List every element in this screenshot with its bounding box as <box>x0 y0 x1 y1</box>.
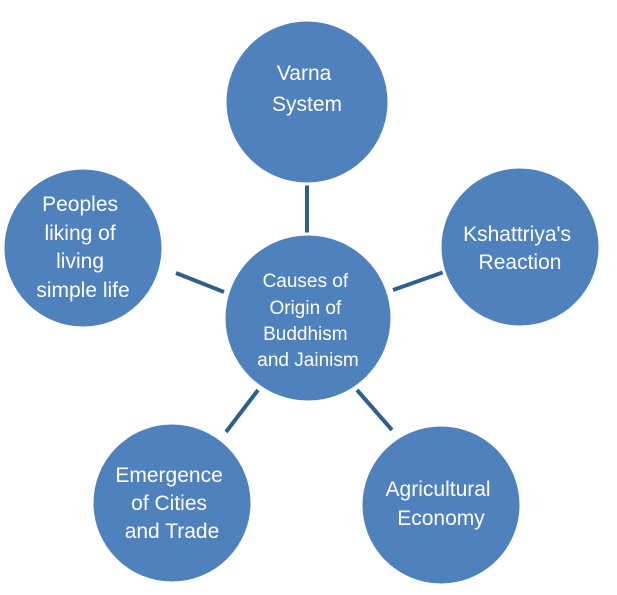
center-label-line: and Jainism <box>257 350 358 371</box>
node-label-line: Economy <box>397 507 485 530</box>
node-varna-system: Varna System <box>223 18 391 186</box>
node-label-line: Varna <box>277 62 332 85</box>
node-kshattriyas-reaction: Kshattriya's Reaction <box>438 165 602 329</box>
connector-bottom-left <box>224 388 260 434</box>
svg-text:Causes of Origin of: Causes of Origin of Buddhism and Jainism <box>257 271 358 371</box>
node-label-line: living <box>56 250 104 273</box>
node-label-line: of Cities <box>131 492 207 515</box>
node-label-line: System <box>272 93 342 116</box>
node-circle <box>359 423 523 587</box>
center-circle <box>222 232 394 404</box>
center-label-line: Causes of <box>263 271 349 292</box>
svg-text:Emergence of Cities: Emergence of Cities and Trade <box>115 464 228 543</box>
node-circle <box>90 421 254 585</box>
connector-right <box>392 270 445 292</box>
node-label-line: liking of <box>44 222 115 245</box>
node-emergence-of-cities: Emergence of Cities and Trade <box>90 421 254 585</box>
node-circle <box>1 166 165 330</box>
node-label-line: Emergence <box>115 464 222 487</box>
center-node: Causes of Origin of Buddhism and Jainism <box>222 232 394 404</box>
svg-text:Agricultural Economy: Agricultural Economy <box>386 478 497 530</box>
node-label-line: Agricultural <box>386 478 491 501</box>
center-label-line: Buddhism <box>263 324 348 345</box>
node-agricultural-economy: Agricultural Economy <box>359 423 523 587</box>
node-circle <box>223 18 391 186</box>
connector-left <box>175 271 225 294</box>
node-label-line: and Trade <box>125 520 220 543</box>
node-peoples-liking: Peoples liking of living simple life <box>1 166 165 330</box>
svg-text:Kshattriya's Reaction: Kshattriya's Reaction <box>463 223 577 274</box>
node-circle <box>438 165 602 329</box>
node-label-line: Peoples <box>42 193 118 216</box>
node-label-line: Reaction <box>479 251 562 274</box>
node-label-line: simple life <box>36 279 129 302</box>
svg-text:Peoples liking of: Peoples liking of living simple life <box>36 193 129 302</box>
connector-bottom-right <box>355 388 394 432</box>
svg-text:Varna System: Varna System <box>272 62 342 116</box>
center-label-line: Origin of <box>269 298 342 319</box>
node-label-line: Kshattriya's <box>463 223 571 246</box>
